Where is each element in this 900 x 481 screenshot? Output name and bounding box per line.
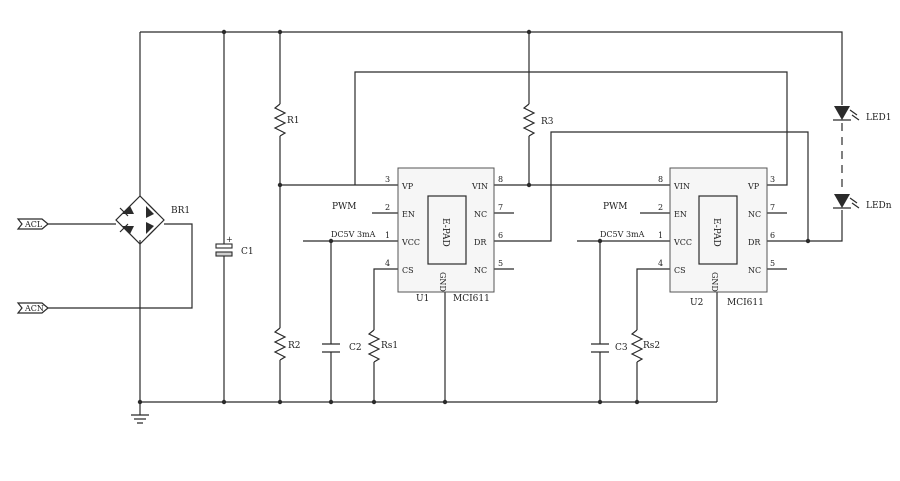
u1-pin-right-num: 5 (498, 259, 503, 268)
pwm-u1-label: PWM (332, 202, 357, 212)
u1-pin-left-num: 2 (385, 203, 390, 212)
u1-pin-right-name: DR (474, 238, 487, 247)
resistor-r3: R3 (522, 103, 554, 137)
c1-label: C1 (241, 247, 254, 257)
connector-acn-label: ACN (24, 304, 44, 313)
resistor-rs2: Rs2 (630, 329, 660, 363)
connector-acn: ACN (16, 302, 49, 314)
c2-label: C2 (349, 343, 362, 353)
u2-pin-right-name: NC (748, 210, 761, 219)
u2-part: MCI611 (727, 298, 764, 308)
u1-pin-left-name: CS (402, 266, 414, 275)
capacitor-c3: C3 (591, 343, 628, 353)
rs2-label: Rs2 (643, 341, 660, 351)
u2-pin-left-num: 8 (658, 175, 663, 184)
u2-pin-left-name: EN (674, 210, 687, 219)
u2-pin-left-name: VIN (673, 182, 690, 191)
bridge-label: BR1 (171, 206, 190, 216)
dc5v-u1-label: DC5V 3mA (331, 230, 376, 239)
u2-gnd-label: GND (710, 272, 719, 292)
led1-label: LED1 (866, 113, 892, 123)
dc5v-u2-label: DC5V 3mA (600, 230, 645, 239)
capacitor-c2: C2 (322, 343, 362, 353)
u2-pad-label: E-PAD (711, 218, 721, 247)
u1-pin-left-name: VP (401, 182, 414, 191)
u2-pin-left-num: 1 (658, 231, 663, 240)
led-led1: LED1 (833, 106, 892, 123)
u2-pin-left-name: CS (674, 266, 686, 275)
u1-pin-right-name: NC (474, 210, 487, 219)
u2-pin-right-name: NC (748, 266, 761, 275)
r1-label: R1 (287, 116, 300, 126)
u1-pin-right-num: 8 (498, 175, 503, 184)
u1-pin-right-num: 6 (498, 231, 503, 240)
rs1-label: Rs1 (381, 341, 398, 351)
u1-pin-right-name: NC (474, 266, 487, 275)
u1-pin-left-num: 1 (385, 231, 390, 240)
ledn-label: LEDn (866, 201, 892, 211)
u2-pin-right-num: 5 (770, 259, 775, 268)
r3-label: R3 (541, 117, 554, 127)
ic-u2: E-PAD GND VIN EN VCC CS 8 2 1 4 VP NC DR… (658, 167, 775, 308)
u1-gnd-label: GND (438, 272, 447, 292)
u2-pin-left-num: 2 (658, 203, 663, 212)
u1-pin-right-num: 7 (498, 203, 503, 212)
u1-pin-left-name: EN (402, 210, 415, 219)
resistor-r1: R1 (273, 103, 300, 137)
bridge-rectifier: BR1 (115, 195, 190, 245)
u1-pin-left-num: 3 (385, 175, 390, 184)
c3-label: C3 (615, 343, 628, 353)
u2-pin-right-num: 7 (770, 203, 775, 212)
u2-pin-left-name: VCC (673, 238, 692, 247)
resistor-r2: R2 (273, 327, 301, 361)
connector-acl-label: ACL (24, 220, 43, 229)
wiring (48, 31, 843, 424)
capacitor-c1: + C1 (215, 235, 254, 257)
u2-ref: U2 (690, 298, 703, 308)
led-ledn: LEDn (833, 194, 892, 211)
u2-pin-right-num: 3 (770, 175, 775, 184)
u1-pin-left-num: 4 (385, 259, 390, 268)
ic-u1: E-PAD GND VP EN VCC CS 3 2 1 4 VIN NC DR… (385, 167, 503, 304)
u2-pin-right-name: DR (748, 238, 761, 247)
u2-pin-right-name: VP (747, 182, 760, 191)
u1-part: MCI611 (453, 294, 490, 304)
u1-ref: U1 (416, 294, 429, 304)
u1-pad-label: E-PAD (440, 218, 450, 247)
u1-pin-right-name: VIN (471, 182, 488, 191)
u2-pin-left-num: 4 (658, 259, 663, 268)
u2-pin-right-num: 6 (770, 231, 775, 240)
r2-label: R2 (288, 341, 301, 351)
plus-sign: + (226, 235, 233, 244)
resistor-rs1: Rs1 (367, 329, 398, 363)
connector-acl: ACL (16, 218, 49, 230)
u1-pin-left-name: VCC (401, 238, 420, 247)
pwm-u2-label: PWM (603, 202, 628, 212)
junction-dots (137, 29, 811, 405)
